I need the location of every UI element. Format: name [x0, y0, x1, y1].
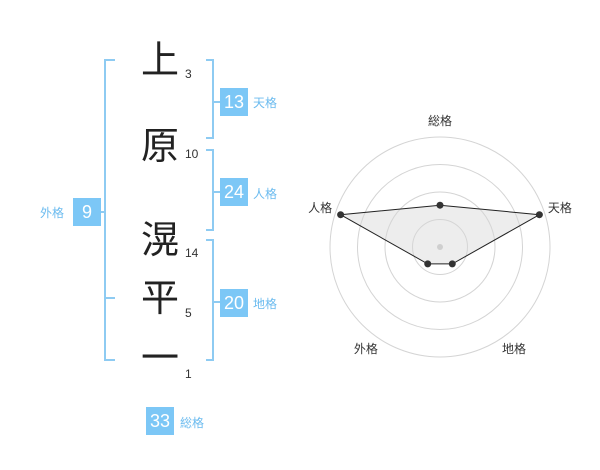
name-char-4: 平: [140, 276, 179, 320]
stroke-count-3: 14: [185, 246, 199, 260]
name-char-2: 原: [140, 124, 179, 168]
radar-ring: [329, 136, 551, 358]
radar-point-3: [448, 260, 456, 268]
radar-ring: [384, 191, 496, 303]
name-char-3: 滉: [140, 218, 179, 262]
tenkaku-badge: 13: [220, 88, 248, 116]
gaikaku-bracket: [104, 59, 115, 361]
name-char-5: 一: [140, 336, 179, 380]
chikaku-badge: 20: [220, 289, 248, 317]
radar-point-4: [424, 260, 432, 268]
radar-ring: [412, 219, 468, 275]
radar-axis-label: 外格: [354, 341, 378, 356]
stroke-count-2: 10: [185, 147, 199, 161]
radar-axis-label: 天格: [548, 200, 572, 215]
gaikaku-label: 外格: [40, 206, 65, 220]
radar-axis-label: 人格: [308, 200, 332, 215]
soukaku-label: 総格: [180, 416, 205, 430]
radar-axis-label: 総格: [428, 113, 452, 128]
stroke-count-1: 3: [185, 67, 192, 81]
tenkaku-label: 天格: [253, 96, 278, 110]
radar-point-2: [535, 211, 543, 219]
soukaku-badge: 33: [146, 407, 174, 435]
jinkaku-badge: 24: [220, 178, 248, 206]
jinkaku-label: 人格: [253, 187, 278, 201]
chikaku-bracket: [206, 239, 214, 361]
stroke-count-4: 5: [185, 306, 192, 320]
chikaku-label: 地格: [253, 297, 278, 311]
radar-point-5: [337, 211, 345, 219]
radar-axis-label: 地格: [502, 341, 526, 356]
radar-ring: [357, 164, 523, 330]
bracket-lines: [99, 59, 220, 361]
radar-area: [338, 204, 542, 265]
name-char-1: 上: [140, 38, 179, 82]
jinkaku-bracket: [206, 149, 214, 231]
stroke-count-5: 1: [185, 367, 192, 381]
gaikaku-badge: 9: [73, 198, 101, 226]
radar-point-1: [436, 201, 444, 209]
radar-center: [437, 244, 443, 250]
tenkaku-bracket: [206, 59, 214, 139]
